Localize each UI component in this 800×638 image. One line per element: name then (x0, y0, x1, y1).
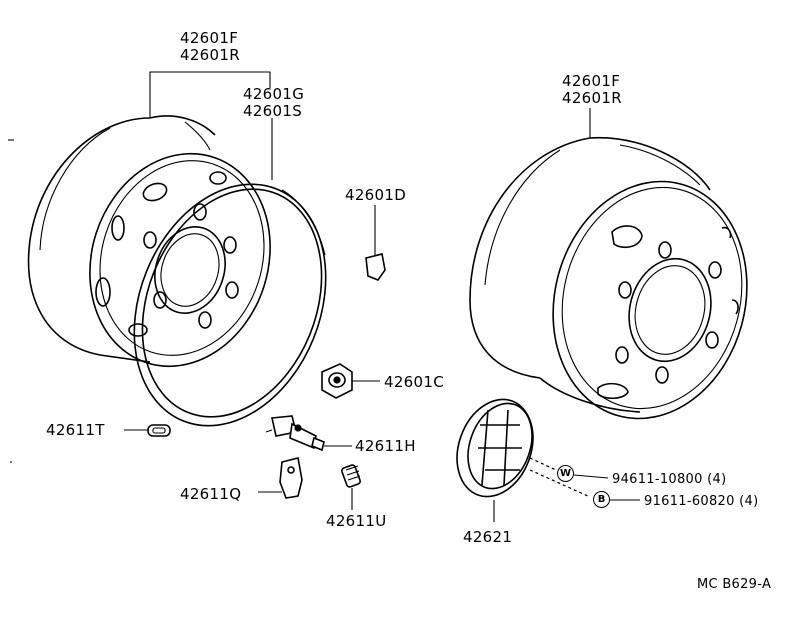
label-42601f-left: 42601F (180, 29, 239, 47)
label-42601f-right: 42601F (562, 72, 621, 90)
label-42601c: 42601C (384, 373, 444, 391)
label-42601r-right: 42601R (562, 89, 622, 107)
leader-bolt-w (573, 474, 609, 479)
label-42611t: 42611T (46, 421, 105, 439)
valve-cap-part (341, 464, 361, 510)
badge-w: W (557, 465, 574, 482)
valve-bracket-part (258, 457, 303, 499)
right-wheel-rim (469, 108, 748, 420)
leader-42601f-left (149, 71, 271, 118)
label-bolt-w: 94611-10800 (4) (612, 472, 727, 487)
label-bolt-b: 91611-60820 (4) (644, 494, 759, 509)
valve-washer-part (124, 424, 171, 437)
lock-ring (133, 183, 327, 427)
label-42601g: 42601G (243, 85, 305, 103)
balance-weight-part (365, 205, 386, 281)
label-42621: 42621 (463, 528, 513, 546)
label-42601r-left: 42601R (180, 46, 240, 64)
figure-code: MC B629-A (697, 577, 772, 592)
badge-b: B (593, 491, 610, 508)
label-42601s: 42601S (243, 102, 303, 120)
hub-cap-part (456, 398, 591, 522)
label-42611u: 42611U (326, 512, 387, 530)
label-42611h: 42611H (355, 437, 416, 455)
label-42601d: 42601D (345, 186, 407, 204)
hub-nut-part (321, 363, 380, 399)
valve-stem-part (265, 415, 352, 452)
label-42611q: 42611Q (180, 485, 242, 503)
